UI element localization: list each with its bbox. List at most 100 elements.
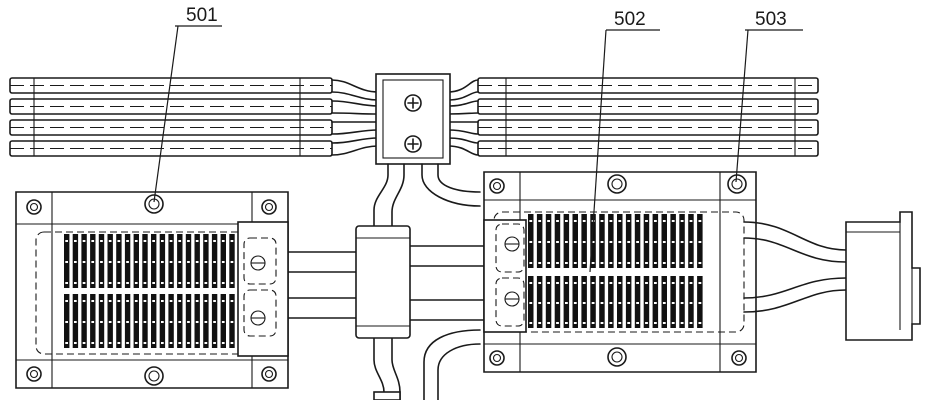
fin-slot bbox=[680, 241, 684, 243]
port-icon bbox=[250, 310, 266, 326]
left-cold-plate bbox=[15, 191, 289, 389]
connecting-pipes bbox=[287, 225, 485, 339]
flat-tubes-left bbox=[9, 77, 333, 157]
fin-slot bbox=[609, 322, 613, 324]
fin-slot bbox=[65, 342, 68, 344]
fin-slot bbox=[680, 262, 684, 264]
fin-slot bbox=[100, 300, 103, 302]
fin-slot bbox=[600, 322, 604, 324]
fin-slot bbox=[627, 241, 631, 243]
fin-slot bbox=[538, 220, 542, 222]
mounting-hole-icon bbox=[261, 366, 277, 382]
fin-slot bbox=[565, 302, 568, 304]
fin-slot bbox=[591, 322, 595, 324]
fin-slot bbox=[100, 261, 103, 263]
fin-slot bbox=[143, 342, 147, 344]
fin-slot bbox=[529, 241, 533, 243]
fin-slot bbox=[65, 282, 68, 284]
callout-label: 503 bbox=[755, 9, 787, 30]
mounting-hole-icon bbox=[731, 350, 747, 366]
fin-slot bbox=[582, 220, 586, 222]
fin-slot bbox=[529, 220, 533, 222]
fin-slot bbox=[573, 262, 577, 264]
fin-slot bbox=[662, 241, 666, 243]
fin-slot bbox=[213, 342, 216, 344]
fin-slot bbox=[100, 282, 103, 284]
fin-slot bbox=[591, 262, 595, 264]
fin-slot bbox=[213, 321, 216, 323]
fin-slot bbox=[600, 262, 604, 264]
callout-label: 501 bbox=[186, 5, 218, 26]
fin-slot bbox=[698, 302, 702, 304]
fin-slot bbox=[161, 321, 164, 323]
fin-slot bbox=[152, 300, 155, 302]
fin-slot bbox=[82, 240, 86, 242]
mounting-hole-icon bbox=[727, 174, 747, 194]
fin-slot bbox=[204, 342, 208, 344]
fin-slot bbox=[117, 321, 121, 323]
fin-slot bbox=[126, 240, 129, 242]
fin-slot bbox=[662, 302, 666, 304]
fin-slot bbox=[221, 261, 225, 263]
fin-slot bbox=[689, 262, 693, 264]
fin-slot bbox=[126, 321, 129, 323]
fin-slot bbox=[91, 300, 95, 302]
fin-slot bbox=[573, 322, 577, 324]
mounting-hole-icon bbox=[26, 199, 42, 215]
fin-slot bbox=[565, 241, 568, 243]
mounting-hole-icon bbox=[261, 199, 277, 215]
fin-slot bbox=[698, 322, 702, 324]
fin-slot bbox=[221, 321, 225, 323]
fin-slot bbox=[82, 282, 86, 284]
fin-slot bbox=[134, 282, 138, 284]
fin-slot bbox=[169, 282, 173, 284]
fin-slot bbox=[645, 262, 648, 264]
fin-slot bbox=[662, 282, 666, 284]
fin-slot bbox=[195, 321, 199, 323]
fin-slot bbox=[230, 240, 234, 242]
fin-slot bbox=[680, 302, 684, 304]
fin-slot bbox=[187, 261, 190, 263]
fin-slot bbox=[565, 322, 568, 324]
fin-slot bbox=[698, 262, 702, 264]
fin-slot bbox=[654, 262, 657, 264]
fin-slot bbox=[529, 322, 533, 324]
fin-slot bbox=[169, 342, 173, 344]
fin-slot bbox=[134, 261, 138, 263]
fin-slot bbox=[618, 282, 622, 284]
fin-slot bbox=[556, 241, 559, 243]
fin-slot bbox=[662, 322, 666, 324]
port-icon bbox=[504, 236, 520, 252]
fin-slot bbox=[662, 220, 666, 222]
fin-slot bbox=[654, 302, 657, 304]
fin-slot bbox=[547, 262, 550, 264]
fin-slot bbox=[671, 262, 675, 264]
fin-slot bbox=[100, 342, 103, 344]
fin-slot bbox=[152, 321, 155, 323]
fin-slot bbox=[187, 321, 190, 323]
fin-slot bbox=[627, 262, 631, 264]
mounting-hole-icon bbox=[607, 174, 627, 194]
fin-slot bbox=[65, 321, 68, 323]
fin-slot bbox=[204, 300, 208, 302]
fin-slot bbox=[117, 240, 121, 242]
fin-slot bbox=[689, 220, 693, 222]
fin-slot bbox=[213, 282, 216, 284]
converging-tubes bbox=[331, 79, 479, 156]
fin-slot bbox=[230, 282, 234, 284]
fin-slot bbox=[645, 220, 648, 222]
fin-slot bbox=[654, 220, 657, 222]
fin-slot bbox=[565, 220, 568, 222]
fin-slot bbox=[600, 282, 604, 284]
fin-slot bbox=[126, 342, 129, 344]
fin-slot bbox=[565, 282, 568, 284]
fin-slot bbox=[213, 300, 216, 302]
fin-slot bbox=[108, 300, 112, 302]
fin-slot bbox=[556, 220, 559, 222]
fin-slot bbox=[126, 282, 129, 284]
fin-slot bbox=[573, 302, 577, 304]
fin-slot bbox=[636, 282, 639, 284]
fin-slot bbox=[195, 300, 199, 302]
screw-icon bbox=[404, 94, 422, 112]
fin-slot bbox=[143, 261, 147, 263]
